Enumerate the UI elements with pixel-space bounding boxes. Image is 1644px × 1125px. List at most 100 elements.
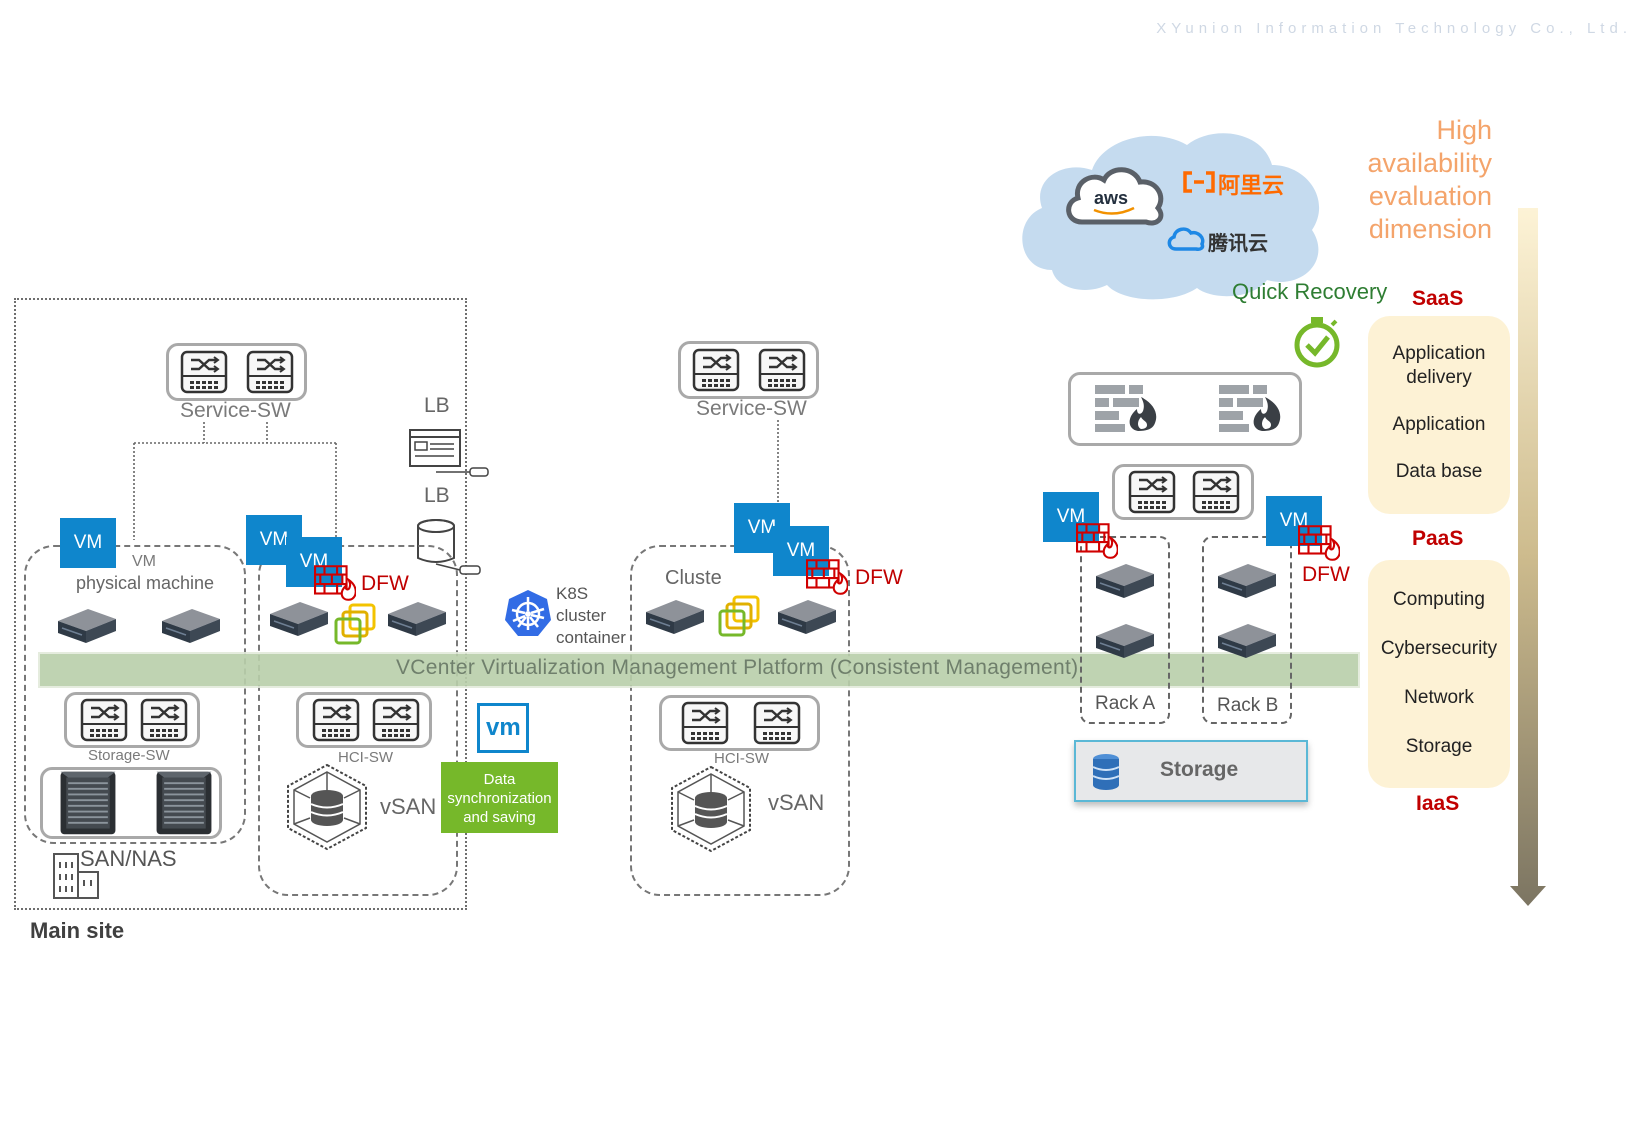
switch-icon — [371, 697, 421, 743]
hci-sw-box-middle[interactable] — [659, 695, 820, 751]
server-icon — [1214, 558, 1278, 602]
lb-label-2: LB — [424, 484, 450, 507]
server-icon — [1092, 618, 1156, 662]
iaas-item: Network — [1404, 687, 1474, 708]
iaas-item: Computing — [1393, 589, 1485, 610]
iaas-item: Storage — [1405, 736, 1473, 757]
switch-icon — [691, 347, 741, 393]
vm-badge[interactable]: VM — [1266, 496, 1322, 546]
dfw-firewall-icon — [1076, 523, 1118, 559]
hci-sw-label: HCI-SW — [338, 749, 393, 766]
storage-sw-box[interactable] — [64, 692, 200, 748]
company-name: XYunion Information Technology Co., Ltd. — [1156, 20, 1632, 37]
saas-label: SaaS — [1412, 287, 1464, 310]
database-icon — [1092, 754, 1120, 790]
server-icon — [642, 594, 706, 638]
service-sw-label-middle: Service-SW — [696, 397, 807, 420]
main-site-boundary — [14, 298, 467, 910]
switch-icon — [680, 700, 730, 746]
saas-box: Application delivery Application Data ba… — [1368, 316, 1510, 514]
switch-icon — [311, 697, 361, 743]
vcenter-management-label: VCenter Virtualization Management Platfo… — [396, 656, 1079, 679]
building-icon — [53, 853, 99, 899]
saas-item: Application — [1392, 414, 1486, 435]
switch-icon — [79, 697, 129, 743]
san-nas-box[interactable] — [40, 767, 222, 839]
vcenter-management-bar[interactable] — [40, 654, 1358, 686]
hci-cluster-main — [258, 545, 458, 896]
k8s-label: K8S — [556, 584, 589, 603]
vsan-label: vSAN — [380, 794, 437, 819]
k8s-container-label: container — [556, 628, 626, 647]
aliyun-logo: 阿里云 — [1218, 173, 1285, 198]
switch-icon — [752, 700, 802, 746]
san-nas-label: SAN/NAS — [80, 846, 177, 871]
server-icon — [158, 603, 222, 647]
tencent-cloud-logo: 腾讯云 — [1208, 233, 1268, 255]
vm-logo: vm — [477, 703, 529, 753]
hci-sw-label-middle: HCI-SW — [714, 750, 769, 767]
server-icon — [1092, 558, 1156, 602]
service-sw-box[interactable] — [166, 343, 307, 401]
server-icon — [266, 596, 330, 640]
service-sw-box-middle[interactable] — [678, 341, 819, 399]
vsan-icon — [282, 762, 372, 852]
vm-badge[interactable]: VM — [60, 518, 116, 568]
server-icon — [1214, 618, 1278, 662]
storage-rack-icon — [53, 768, 123, 838]
vsan-label-middle: vSAN — [768, 790, 825, 815]
paas-label: PaaS — [1412, 527, 1464, 550]
vsan-icon — [666, 764, 756, 854]
dfw-label: DFW — [361, 572, 409, 595]
server-icon — [54, 603, 118, 647]
dfw-firewall-icon — [1298, 525, 1340, 561]
dfw-label: DFW — [855, 566, 903, 589]
svg-text:aws: aws — [1094, 188, 1128, 208]
kubernetes-icon — [505, 590, 551, 636]
server-icon — [774, 594, 838, 638]
main-site-label: Main site — [30, 918, 125, 943]
availability-title: High availability evaluation dimension — [1367, 115, 1492, 244]
storage-box[interactable]: Storage — [1074, 740, 1308, 802]
cloud-shape — [1022, 133, 1320, 300]
aws-logo-icon: aws — [1066, 167, 1164, 226]
data-sync-box: Data synchronization and saving — [441, 762, 558, 833]
core-switch-box[interactable] — [1112, 464, 1254, 520]
switch-icon — [1191, 469, 1241, 515]
vm-caption: VM — [132, 553, 156, 570]
saas-item: Data base — [1395, 461, 1483, 482]
load-balancer-icon[interactable] — [408, 428, 492, 478]
switch-icon — [1127, 469, 1177, 515]
hci-sw-box-main[interactable] — [296, 692, 432, 748]
firewall-box[interactable] — [1068, 372, 1302, 446]
physical-machine-label: physical machine — [76, 573, 215, 593]
service-sw-label: Service-SW — [180, 399, 291, 422]
iaas-box: Computing Cybersecurity Network Storage — [1368, 560, 1510, 788]
rack-b[interactable] — [1202, 536, 1292, 724]
rack-a[interactable] — [1080, 536, 1170, 724]
iaas-label: IaaS — [1416, 792, 1460, 815]
saas-item: Application delivery — [1392, 343, 1486, 388]
switch-icon — [757, 347, 807, 393]
dfw-label: DFW — [1302, 563, 1350, 586]
firewall-icon — [1093, 383, 1163, 433]
rack-b-label: Rack B — [1217, 695, 1279, 716]
storage-rack-icon — [149, 768, 219, 838]
firewall-icon — [1217, 383, 1287, 433]
server-icon — [384, 596, 448, 640]
dimension-arrow — [1510, 208, 1546, 906]
iaas-item: Cybersecurity — [1380, 638, 1498, 659]
storage-sw-label: Storage-SW — [88, 747, 170, 764]
vmware-icon — [718, 595, 762, 639]
rack-a-label: Rack A — [1095, 693, 1156, 714]
lb-label-1: LB — [424, 394, 450, 417]
k8s-cluster-label: cluster — [556, 606, 607, 625]
switch-icon — [139, 697, 189, 743]
vmware-icon — [334, 603, 378, 647]
physical-machine-cluster — [24, 545, 246, 844]
cluster-label: Cluste — [665, 567, 722, 589]
vm-badge[interactable]: VM — [1043, 492, 1099, 542]
dfw-firewall-icon — [806, 559, 848, 595]
stopwatch-check-icon — [1294, 317, 1340, 368]
